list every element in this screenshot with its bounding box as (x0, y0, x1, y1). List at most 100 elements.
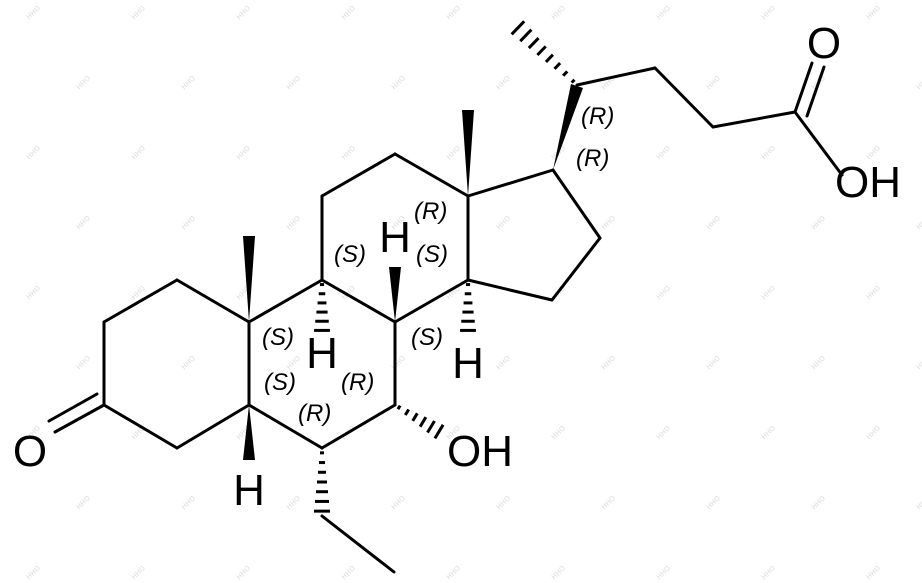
watermark-text: HHO (285, 494, 302, 511)
watermark-text: HHO (75, 494, 92, 511)
side-chain (575, 61, 844, 177)
watermark-text: HHO (390, 494, 407, 511)
watermark-text: HHO (705, 494, 722, 511)
acid-hydroxyl-label: OH (835, 158, 901, 207)
watermark-text: HHO (810, 354, 827, 371)
watermark-text: HHO (655, 564, 672, 581)
watermark-text: HHO (760, 564, 777, 581)
wedge-c5-h (243, 405, 255, 460)
watermark-text: HHO (180, 214, 197, 231)
watermark-text: HHO (130, 564, 147, 581)
hash-stroke (433, 424, 445, 440)
watermark-text: HHO (810, 214, 827, 231)
watermark-text: HHO (495, 74, 512, 91)
ring-c (320, 152, 470, 324)
watermark-text: HHO (75, 214, 92, 231)
hash-stroke (562, 70, 569, 77)
watermark-text: HHO (655, 144, 672, 161)
watermark-text: HHO (445, 564, 462, 581)
watermark-text: HHO (915, 214, 922, 231)
hash-stroke (418, 416, 428, 428)
ring-d (466, 168, 602, 302)
watermark-text: HHO (340, 564, 357, 581)
watermark-text: HHO (180, 494, 197, 511)
ring-a (102, 278, 251, 450)
hash-stroke (404, 408, 410, 416)
watermark-text: HHO (760, 284, 777, 301)
hash-stroke (527, 36, 540, 50)
watermark-text: HHO (655, 424, 672, 441)
watermark-text: HHO (75, 74, 92, 91)
hash-c20-methyl (510, 20, 576, 84)
wedge-c8-h (389, 267, 401, 322)
ketone-double-bond (47, 392, 106, 434)
ethyl-chain (320, 514, 396, 574)
stereo-label-c10: (S) (262, 324, 294, 351)
wedge-bonds (243, 84, 583, 460)
c9-hydrogen-label: H (306, 329, 338, 378)
stereo-label-c13: (R) (414, 198, 447, 225)
watermark-text: HHO (705, 74, 722, 91)
hash-c6-ethyl (314, 451, 330, 513)
watermark-text: HHO (390, 354, 407, 371)
stereo-label-c7: (R) (341, 369, 374, 396)
watermark-text: HHO (705, 354, 722, 371)
watermark-text: HHO (495, 494, 512, 511)
watermark-text: HHO (130, 144, 147, 161)
hash-bonds (314, 20, 576, 513)
watermark-text: HHO (235, 4, 252, 21)
watermark-text: HHO (340, 144, 357, 161)
hash-stroke (510, 20, 526, 36)
stereo-label-c6: (R) (298, 400, 331, 427)
watermark-text: HHO (760, 144, 777, 161)
watermark-text: HHO (445, 144, 462, 161)
stereo-label-c17: (R) (576, 145, 609, 172)
watermark-text: HHO (25, 144, 42, 161)
hash-stroke (570, 78, 576, 84)
watermark-text: HHO (760, 4, 777, 21)
watermark-text: HHO (760, 424, 777, 441)
stereo-label-c8: (S) (416, 241, 448, 268)
hash-c14-h (460, 283, 476, 332)
watermark-text: HHO (655, 4, 672, 21)
wedge-c10-methyl (243, 236, 255, 322)
watermark-text: HHO (600, 354, 617, 371)
hash-stroke (519, 28, 533, 43)
watermark-text: HHO (550, 4, 567, 21)
watermark-text: HHO (340, 4, 357, 21)
atom-labels: O O OH OH H H H H (13, 19, 901, 515)
hash-stroke (544, 53, 554, 63)
stereo-label-c20: (R) (581, 103, 614, 130)
watermark-text: HHO (235, 144, 252, 161)
hash-c9-h (314, 283, 330, 332)
watermark-text: HHO (25, 564, 42, 581)
watermark-text: HHO (285, 214, 302, 231)
stereo-labels: (R) (R) (R) (S) (S) (S) (S) (S) (R) (R) (262, 103, 614, 427)
hash-stroke (553, 62, 562, 70)
ketone-oxygen-label: O (13, 427, 47, 476)
watermark-text: HHO (25, 284, 42, 301)
watermark-text: HHO (75, 354, 92, 371)
watermark-text: HHO (865, 564, 882, 581)
stereo-label-c9: (S) (334, 241, 366, 268)
c7-hydroxyl-label: OH (447, 427, 513, 476)
watermark-text: HHO (915, 494, 922, 511)
watermark-text: HHO (915, 74, 922, 91)
wedge-c13-methyl (462, 110, 474, 196)
hash-stroke (396, 404, 402, 410)
hash-stroke (536, 45, 547, 57)
watermark-text: HHO (285, 74, 302, 91)
watermark-text: HHO (550, 424, 567, 441)
hash-c7-oh (396, 404, 445, 440)
watermark-text: HHO (865, 424, 882, 441)
watermark-text: HHO (130, 4, 147, 21)
c5-hydrogen-label: H (233, 466, 265, 515)
stereo-label-c5: (S) (264, 369, 296, 396)
c14-hydrogen-label: H (452, 339, 484, 388)
watermark-text: HHO (445, 4, 462, 21)
ring-b (247, 278, 397, 450)
watermark-text: HHO (600, 494, 617, 511)
